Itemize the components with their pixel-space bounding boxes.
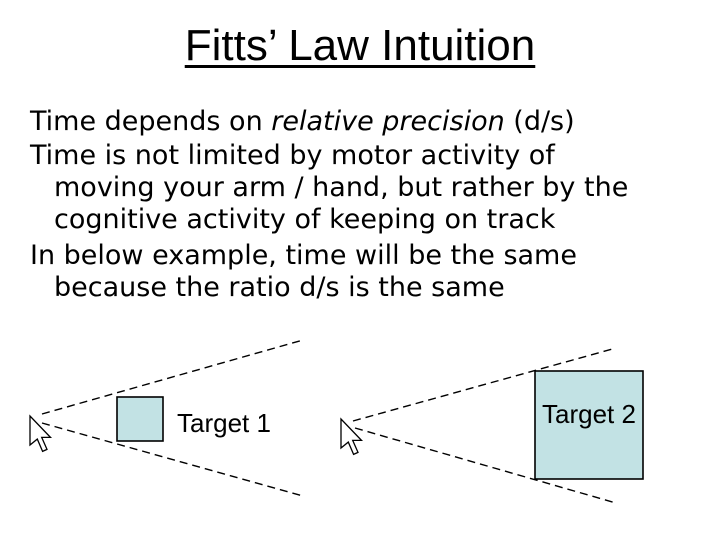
- cone-line-bottom-left-diagram: [41, 422, 304, 497]
- mouse-cursor-icon-right: [340, 417, 364, 456]
- cone-line-top-right-diagram: [352, 347, 617, 422]
- text-line-1-post: (d/s): [504, 106, 575, 137]
- fitts-diagram: Target 1 Target 2: [29, 339, 644, 504]
- text-line-1: Time depends on relative precision (d/s): [30, 106, 700, 138]
- body-text: Time depends on relative precision (d/s)…: [30, 106, 700, 304]
- diagram-left: Target 1: [29, 339, 304, 497]
- cone-line-top-left-diagram: [41, 339, 304, 415]
- target-1-box: [116, 396, 164, 442]
- mouse-cursor-icon-left: [29, 414, 53, 453]
- target-2-box: [534, 370, 644, 480]
- text-line-5: In below example, time will be the same: [30, 240, 577, 271]
- text-line-2: Time is not limited by motor activity of: [30, 140, 555, 171]
- diagram-right: Target 2: [340, 347, 644, 504]
- slide-title: Fitts’ Law Intuition: [184, 21, 536, 70]
- text-line-1-italic: relative precision: [271, 106, 505, 137]
- text-line-1-pre: Time depends on: [30, 106, 272, 137]
- target-1-label: Target 1: [177, 408, 271, 438]
- text-line-4: cognitive activity of keeping on track: [54, 204, 556, 235]
- target-2-label: Target 2: [542, 399, 636, 429]
- text-line-3: moving your arm / hand, but rather by th…: [54, 172, 629, 203]
- cone-line-bottom-right-diagram: [354, 427, 617, 504]
- text-line-6: because the ratio d/s is the same: [54, 272, 505, 303]
- title-area: Fitts’ Law Intuition: [0, 21, 720, 72]
